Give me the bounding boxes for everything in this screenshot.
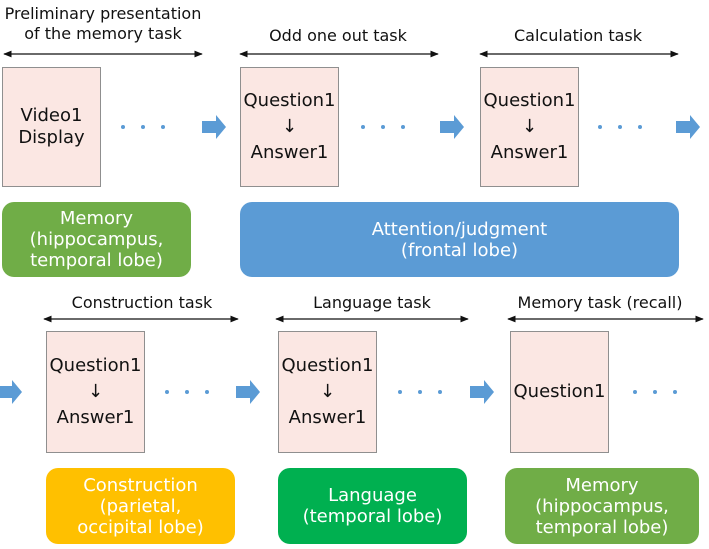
card-calc: Question1 ↓ Answer1 <box>480 67 579 187</box>
ellipsis-dots <box>361 125 405 129</box>
card-question: Question1 <box>281 355 374 376</box>
ellipsis-dots <box>398 390 442 394</box>
down-arrow-icon: ↓ <box>319 381 336 402</box>
card-line: Video1 <box>20 105 83 126</box>
down-arrow-icon: ↓ <box>87 381 104 402</box>
flow-arrow-3 <box>676 115 700 139</box>
card-recall: Question1 <box>510 331 609 453</box>
region-construction: Construction (parietal, occipital lobe) <box>46 468 235 544</box>
flow-arrow-5 <box>236 380 260 404</box>
flow-arrow-1 <box>202 115 226 139</box>
card-question: Question1 <box>243 90 336 111</box>
card-answer: Answer1 <box>250 142 329 163</box>
phase-title-language: Language task <box>313 293 431 312</box>
down-arrow-icon: ↓ <box>281 116 298 137</box>
ellipsis-dots <box>165 390 209 394</box>
card-question: Question1 <box>513 381 606 402</box>
region-memory-2: Memory (hippocampus, temporal lobe) <box>505 468 699 544</box>
region-attention: Attention/judgment (frontal lobe) <box>240 202 679 277</box>
card-construct: Question1 ↓ Answer1 <box>46 331 145 453</box>
card-line: Display <box>18 127 85 148</box>
phase-title-prelim: Preliminary presentation of the memory t… <box>4 4 202 43</box>
down-arrow-icon: ↓ <box>521 116 538 137</box>
phase-title-oddone: Odd one out task <box>269 26 407 45</box>
card-question: Question1 <box>483 90 576 111</box>
card-video-display: Video1 Display <box>2 67 101 187</box>
ellipsis-dots <box>121 125 165 129</box>
card-answer: Answer1 <box>288 407 367 428</box>
phase-title-construct: Construction task <box>71 293 213 312</box>
phase-title-calc: Calculation task <box>513 26 643 45</box>
card-question: Question1 <box>49 355 142 376</box>
flow-arrow-2 <box>440 115 464 139</box>
flow-arrow-4 <box>0 380 22 404</box>
card-answer: Answer1 <box>490 142 569 163</box>
phase-title-recall: Memory task (recall) <box>517 293 683 312</box>
ellipsis-dots <box>633 390 677 394</box>
flow-arrows <box>0 115 700 404</box>
ellipsis-dots <box>598 125 642 129</box>
card-answer: Answer1 <box>56 407 135 428</box>
card-oddone: Question1 ↓ Answer1 <box>240 67 339 187</box>
region-memory-1: Memory (hippocampus, temporal lobe) <box>2 202 191 277</box>
flow-arrow-6 <box>470 380 494 404</box>
card-language: Question1 ↓ Answer1 <box>278 331 377 453</box>
region-language: Language (temporal lobe) <box>278 468 467 544</box>
